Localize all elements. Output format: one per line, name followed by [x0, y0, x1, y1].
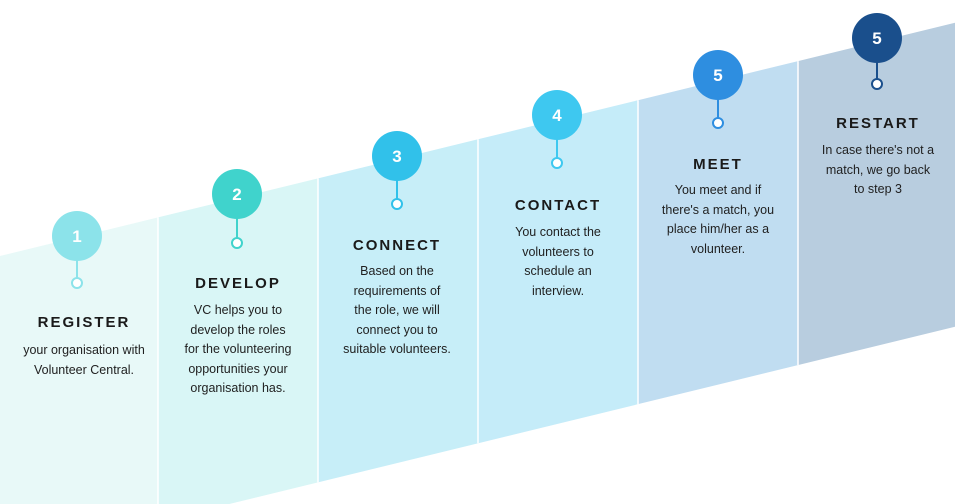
- bottom-cut: [158, 326, 955, 504]
- marker-ring: [551, 157, 563, 169]
- step-1-marker: 1: [52, 211, 102, 289]
- step-3-marker: 3: [372, 131, 422, 210]
- step-band-1: [0, 217, 158, 504]
- step-number: 5: [713, 66, 722, 85]
- step-number: 2: [232, 185, 241, 204]
- step-6-title: RESTART: [836, 115, 920, 132]
- marker-ring: [391, 198, 403, 210]
- step-number: 1: [72, 227, 81, 246]
- step-5-marker: 5: [693, 50, 743, 129]
- step-band-4: [478, 100, 638, 504]
- step-number-circle: [372, 131, 422, 181]
- marker-ring: [71, 277, 83, 289]
- step-3-title: CONNECT: [352, 237, 442, 254]
- step-2-marker: 2: [212, 169, 262, 249]
- step-5-title: MEET: [693, 156, 743, 173]
- step-4-marker: 4: [532, 90, 582, 169]
- step-2-title: DEVELOP: [195, 275, 281, 292]
- step-1-title: REGISTER: [37, 314, 131, 331]
- step-band-2: [158, 178, 318, 504]
- step-number: 3: [392, 147, 401, 166]
- step-number-circle: [212, 169, 262, 219]
- step-6-marker: 5: [852, 13, 902, 90]
- step-4-title: CONTACT: [514, 197, 602, 214]
- step-number: 5: [872, 29, 881, 48]
- marker-ring: [231, 237, 243, 249]
- step-band-3: [318, 139, 478, 504]
- marker-ring: [871, 78, 883, 90]
- step-number-circle: [693, 50, 743, 100]
- marker-ring: [712, 117, 724, 129]
- step-number: 4: [552, 106, 562, 125]
- step-number-circle: [852, 13, 902, 63]
- step-number-circle: [532, 90, 582, 140]
- step-number-circle: [52, 211, 102, 261]
